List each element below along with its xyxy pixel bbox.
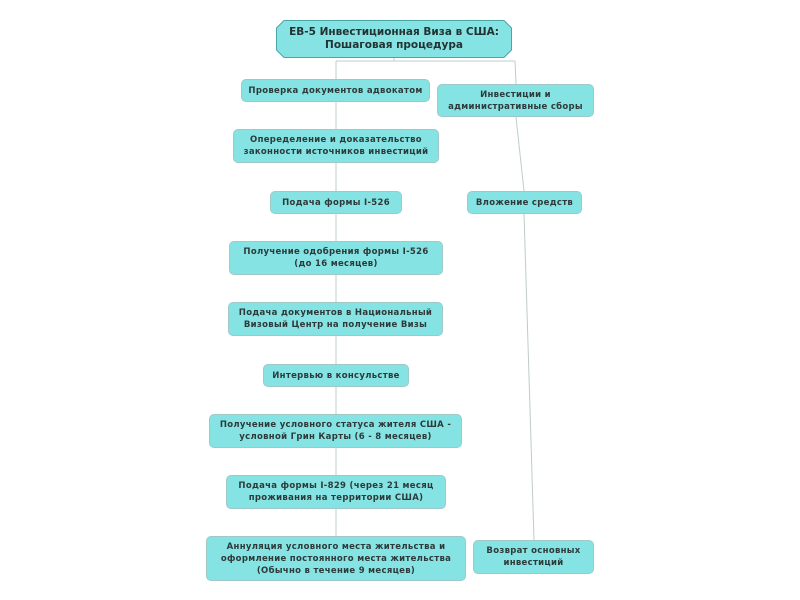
step-source-of-funds-label: Опеределение и доказательство законности…: [243, 135, 429, 157]
connector-right-spine-1: [514, 60, 517, 85]
step-i526-approval-label: Получение одобрения формы I-526 (до 16 м…: [243, 247, 429, 269]
step-funds-deposit-label: Вложение средств: [475, 197, 574, 208]
step-consulate-interview-label: Интервью в консульстве: [272, 370, 400, 381]
step-source-of-funds[interactable]: Опеределение и доказательство законности…: [233, 129, 439, 163]
step-i526-approval[interactable]: Получение одобрения формы I-526 (до 16 м…: [229, 241, 443, 275]
step-investment-return-label: Возврат основных инвестиций: [486, 546, 581, 568]
step-nvc-documents-label: Подача документов в Национальный Визовый…: [238, 308, 433, 330]
connector-right-spine-2: [515, 116, 525, 192]
step-file-i829-label: Подача формы I-829 (через 21 месяц прожи…: [238, 481, 434, 503]
step-investment-and-fees[interactable]: Инвестиции и административные сборы: [437, 84, 594, 117]
root-node-shape: [276, 20, 512, 58]
step-permanent-residence[interactable]: Аннуляция условного места жительства и о…: [206, 536, 466, 581]
step-conditional-green-card-label: Получение условного статуса жителя США -…: [219, 420, 452, 442]
step-funds-deposit[interactable]: Вложение средств: [467, 191, 582, 214]
step-conditional-green-card[interactable]: Получение условного статуса жителя США -…: [209, 414, 462, 448]
step-lawyer-review-label: Проверка документов адвокатом: [248, 85, 423, 96]
step-file-i526[interactable]: Подача формы I-526: [270, 191, 402, 214]
step-lawyer-review[interactable]: Проверка документов адвокатом: [241, 79, 430, 102]
root-title-node[interactable]: EB-5 Инвестиционная Виза в США: Пошагова…: [276, 20, 512, 58]
step-consulate-interview[interactable]: Интервью в консульстве: [263, 364, 409, 387]
step-investment-return[interactable]: Возврат основных инвестиций: [473, 540, 594, 574]
root-title-text: EB-5 Инвестиционная Виза в США: Пошагова…: [289, 26, 499, 51]
connector-right-spine-3: [523, 212, 535, 541]
step-file-i829[interactable]: Подача формы I-829 (через 21 месяц прожи…: [226, 475, 446, 509]
step-nvc-documents[interactable]: Подача документов в Национальный Визовый…: [228, 302, 443, 336]
step-file-i526-label: Подача формы I-526: [282, 197, 390, 208]
step-investment-and-fees-label: Инвестиции и административные сборы: [448, 89, 583, 112]
step-permanent-residence-label: Аннуляция условного места жительства и о…: [220, 541, 452, 576]
